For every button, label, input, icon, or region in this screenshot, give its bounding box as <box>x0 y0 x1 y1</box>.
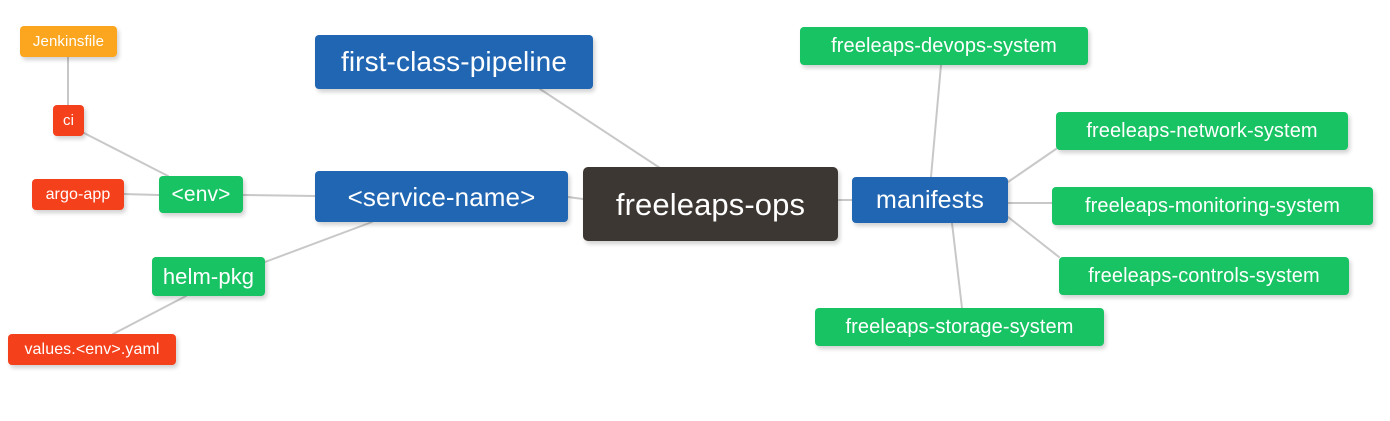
node-label-manifests: manifests <box>876 185 984 214</box>
node-label-argo-app: argo-app <box>45 185 111 203</box>
node-label-freeleaps-ops: freeleaps-ops <box>615 186 806 222</box>
node-label-freeleaps-network-system: freeleaps-network-system <box>1086 120 1318 142</box>
edge-env-service <box>242 194 316 197</box>
mindmap-node-manifests[interactable]: manifests <box>852 177 1008 223</box>
mindmap-node-env[interactable]: <env> <box>159 176 243 213</box>
node-label-values-env-yaml: values.<env>.yaml <box>24 340 160 358</box>
node-label-freeleaps-controls-system: freeleaps-controls-system <box>1088 265 1320 287</box>
mindmap-node-freeleaps-storage-system[interactable]: freeleaps-storage-system <box>815 308 1104 346</box>
mindmap-node-freeleaps-controls-system[interactable]: freeleaps-controls-system <box>1059 257 1349 295</box>
node-label-jenkinsfile: Jenkinsfile <box>32 33 105 50</box>
node-label-helm-pkg: helm-pkg <box>162 263 255 289</box>
edge-argo-env <box>123 193 160 196</box>
mindmap-node-jenkinsfile[interactable]: Jenkinsfile <box>20 26 117 57</box>
edge-network-manifests <box>1007 148 1057 183</box>
mindmap-node-service-name[interactable]: <service-name> <box>315 171 568 222</box>
mindmap-node-values-env-yaml[interactable]: values.<env>.yaml <box>8 334 176 365</box>
mindmap-node-ci[interactable]: ci <box>53 105 84 136</box>
node-label-env: <env> <box>171 183 231 206</box>
edge-helm-service <box>264 221 373 263</box>
mindmap-node-freeleaps-ops[interactable]: freeleaps-ops <box>583 167 838 241</box>
mindmap-node-freeleaps-monitoring-system[interactable]: freeleaps-monitoring-system <box>1052 187 1373 225</box>
mindmap-node-freeleaps-devops-system[interactable]: freeleaps-devops-system <box>800 27 1088 65</box>
edge-devops-manifests <box>930 64 942 178</box>
node-label-ci: ci <box>62 112 75 129</box>
edge-service-ops <box>567 196 584 200</box>
edge-pipeline-ops <box>539 88 661 169</box>
node-label-freeleaps-monitoring-system: freeleaps-monitoring-system <box>1084 195 1340 217</box>
edge-values-helm <box>112 295 187 335</box>
edge-storage-manifests <box>951 222 963 309</box>
node-label-first-class-pipeline: first-class-pipeline <box>340 46 568 77</box>
mindmap-node-first-class-pipeline[interactable]: first-class-pipeline <box>315 35 593 89</box>
node-label-freeleaps-devops-system: freeleaps-devops-system <box>831 35 1057 57</box>
edge-ci-env <box>83 132 169 177</box>
mindmap-node-freeleaps-network-system[interactable]: freeleaps-network-system <box>1056 112 1348 150</box>
node-label-freeleaps-storage-system: freeleaps-storage-system <box>845 316 1074 338</box>
mindmap-node-helm-pkg[interactable]: helm-pkg <box>152 257 265 296</box>
mindmap-node-argo-app[interactable]: argo-app <box>32 179 124 210</box>
edge-controls-manifests <box>1007 216 1060 258</box>
node-label-service-name: <service-name> <box>347 181 536 212</box>
